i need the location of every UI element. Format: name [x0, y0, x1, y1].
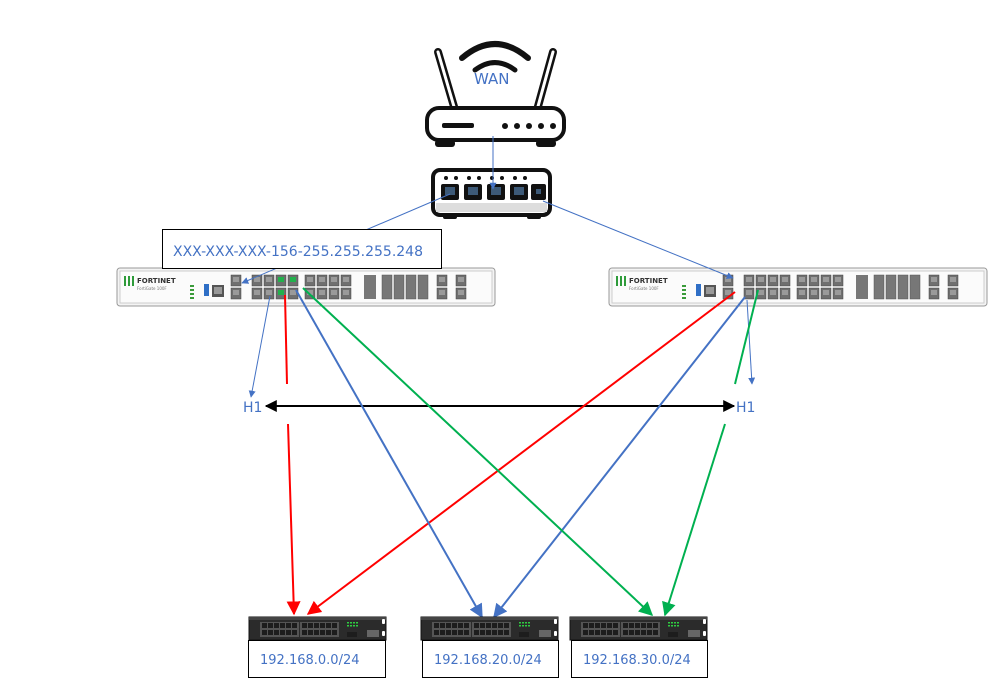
subnet-box-192-168-0: 192.168.0.0/24: [248, 640, 386, 678]
link-fw-left-blue: [295, 289, 483, 619]
subnet-box-192-168-20: 192.168.20.0/24: [422, 640, 559, 678]
subnet-box-192-168-30: 192.168.30.0/24: [571, 640, 708, 678]
fortinet-logo: FORTINET: [137, 277, 176, 285]
lan-switches: [248, 616, 708, 641]
link-fw-right-red: [306, 291, 736, 615]
link-fw-left-green: [302, 287, 654, 616]
lan-switch-sw-20: [420, 616, 559, 641]
firewall-model: FortiGate 100F: [137, 286, 167, 291]
subnet-label: 192.168.20.0/24: [434, 653, 542, 668]
wan-label: WAN: [474, 70, 510, 88]
links: [241, 136, 759, 619]
wan-subnet-label: XXX-XXX-XXX-156-255.255.255.248: [162, 229, 442, 269]
wan-subnet-text: XXX-XXX-XXX-156-255.255.255.248: [173, 244, 423, 260]
link-fw-right-to-ha: [746, 299, 756, 385]
link-fw-right-green-lower: [662, 423, 726, 617]
subnet-label: 192.168.30.0/24: [583, 653, 691, 668]
link-fw-left-red-upper: [284, 294, 288, 385]
link-fw-right-blue: [493, 296, 746, 619]
link-fw-right-green-upper: [734, 289, 759, 385]
ha-label-right: H1: [736, 400, 755, 416]
ethernet-switch-icon: [431, 168, 552, 219]
link-fw-left-red-lower: [286, 423, 301, 616]
lan-switch-sw-0: [248, 616, 387, 641]
link-fw-left-to-ha: [248, 295, 271, 398]
lan-switch-sw-30: [569, 616, 708, 641]
fortinet-logo: FORTINET: [629, 277, 668, 285]
link-switch-to-fw-right: [542, 200, 734, 279]
firewall-model: FortiGate 100F: [629, 286, 659, 291]
subnet-label: 192.168.0.0/24: [260, 653, 360, 668]
ha-label-left: H1: [243, 400, 262, 416]
wifi-router-icon: [425, 41, 566, 147]
